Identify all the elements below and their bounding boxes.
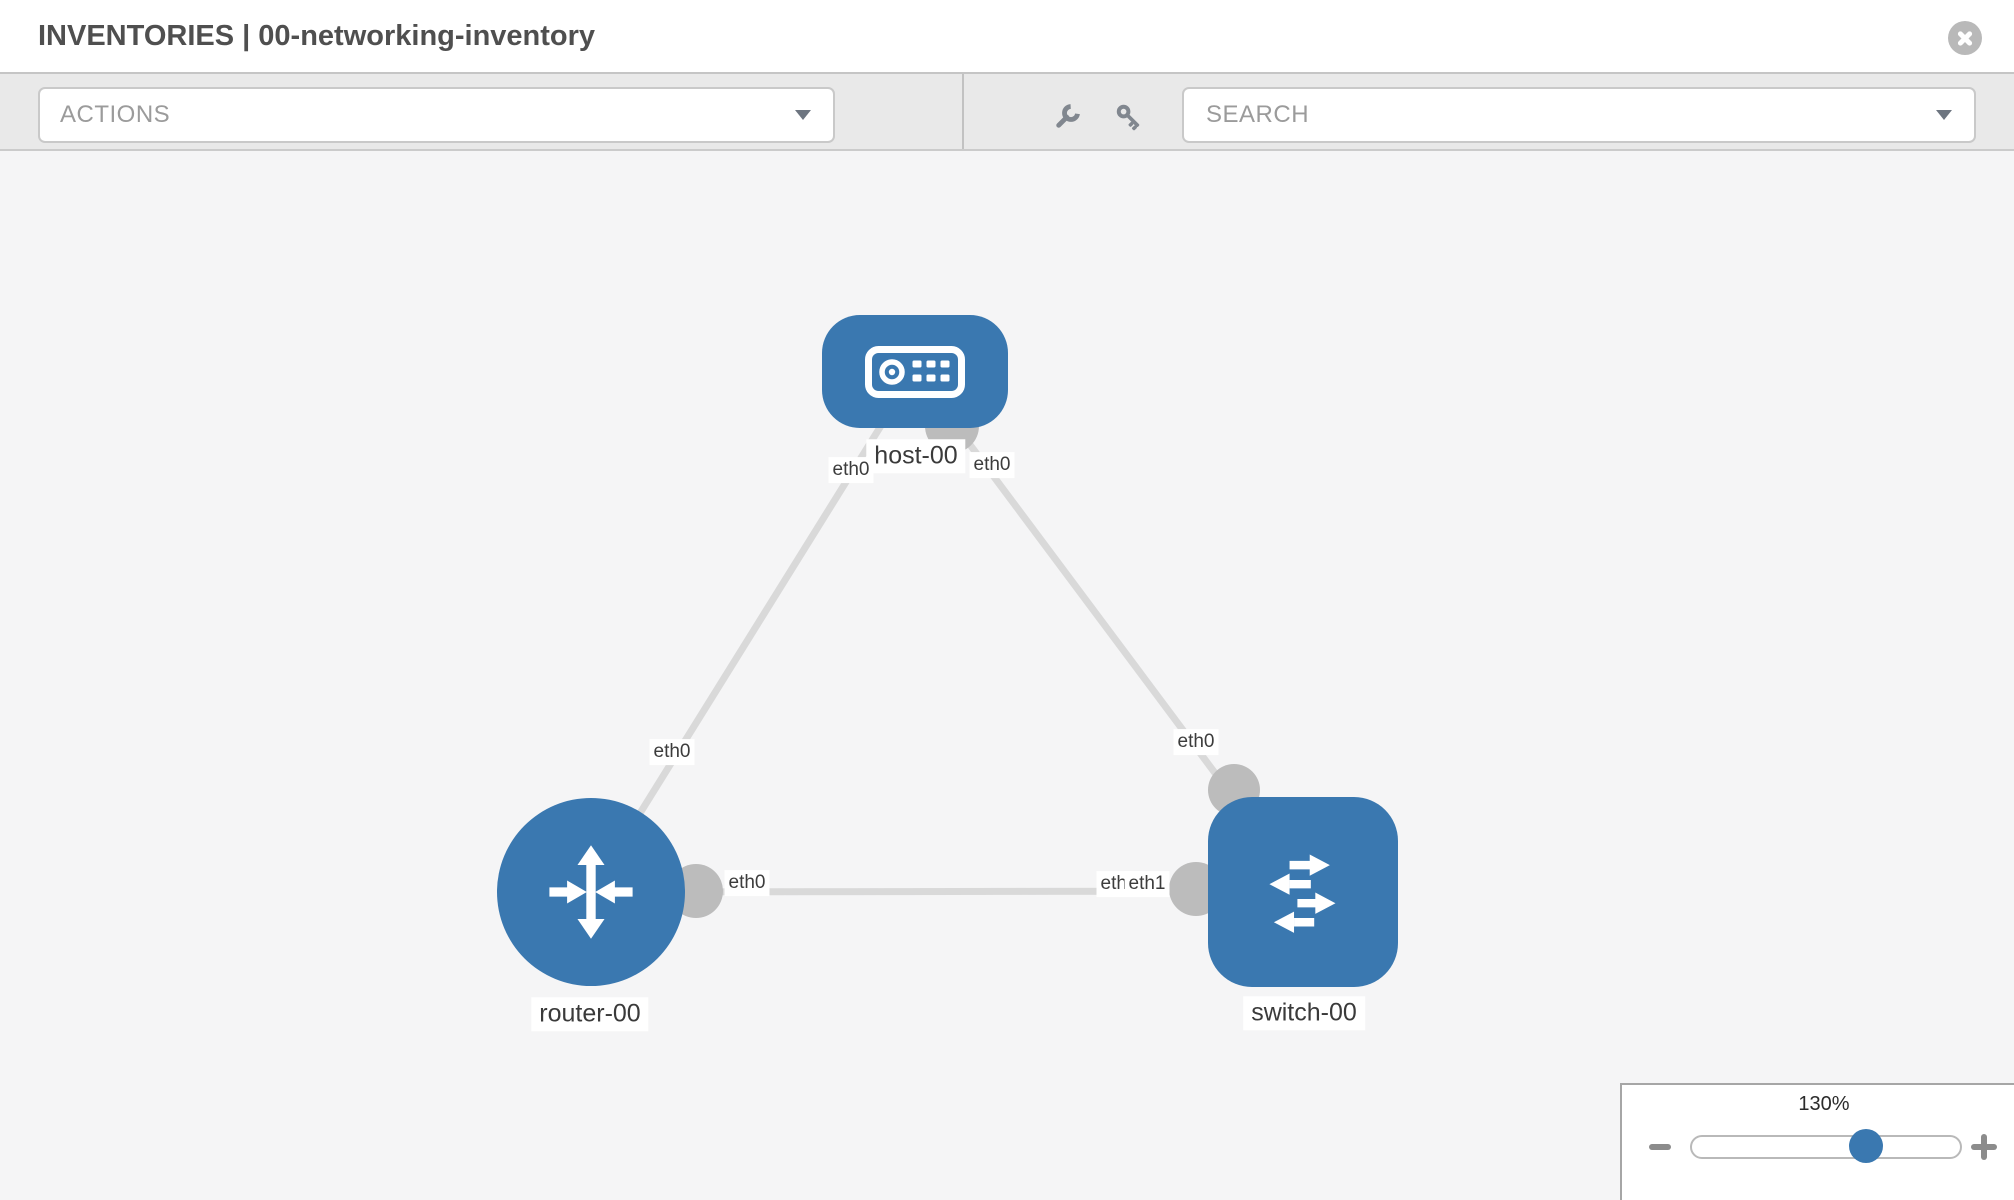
- caret-down-icon: [1936, 110, 1952, 120]
- close-icon: [1948, 21, 1982, 55]
- search-input[interactable]: [1204, 100, 1936, 130]
- toolbar: ACTIONS: [0, 72, 2014, 151]
- zoom-out-button[interactable]: [1646, 1133, 1674, 1161]
- tools-button[interactable]: [1046, 98, 1086, 138]
- node-switch-00[interactable]: [1208, 797, 1398, 987]
- page-title: INVENTORIES | 00-networking-inventory: [38, 19, 596, 52]
- interface-label: eth0: [649, 739, 695, 765]
- node-router-00[interactable]: [497, 798, 685, 986]
- zoom-slider[interactable]: [1690, 1129, 1962, 1163]
- wrench-icon: [1056, 104, 1080, 128]
- toolbar-divider: [962, 74, 964, 149]
- interface-label: eth0: [969, 452, 1015, 478]
- zoom-panel: 130%: [1620, 1083, 2014, 1200]
- server-icon: [865, 345, 965, 398]
- caret-down-icon: [795, 110, 811, 120]
- node-label: switch-00: [1243, 996, 1365, 1030]
- plus-icon: [1971, 1134, 1997, 1160]
- interface-label: eth0: [1173, 729, 1219, 755]
- node-host-00[interactable]: [822, 315, 1008, 428]
- router-arrows-icon: [549, 845, 633, 939]
- close-button[interactable]: [1948, 21, 1982, 55]
- actions-dropdown-label: ACTIONS: [60, 101, 171, 128]
- zoom-in-button[interactable]: [1970, 1133, 1998, 1161]
- header: INVENTORIES | 00-networking-inventory: [0, 0, 2014, 72]
- node-label: router-00: [531, 997, 649, 1031]
- minus-icon: [1649, 1144, 1671, 1150]
- zoom-percent-label: 130%: [1798, 1093, 1850, 1115]
- node-label: host-00: [866, 439, 966, 473]
- interface-label: eth0: [828, 457, 874, 483]
- interface-label: eth0: [724, 870, 770, 896]
- search-dropdown[interactable]: [1182, 87, 1976, 143]
- interface-label: eth1: [1124, 871, 1170, 897]
- zoom-slider-handle[interactable]: [1849, 1129, 1883, 1163]
- key-button[interactable]: [1110, 98, 1150, 138]
- switch-arrows-icon: [1269, 854, 1336, 933]
- key-icon: [1116, 104, 1140, 131]
- actions-dropdown[interactable]: ACTIONS: [38, 87, 835, 143]
- topology-canvas[interactable]: [0, 151, 2014, 1200]
